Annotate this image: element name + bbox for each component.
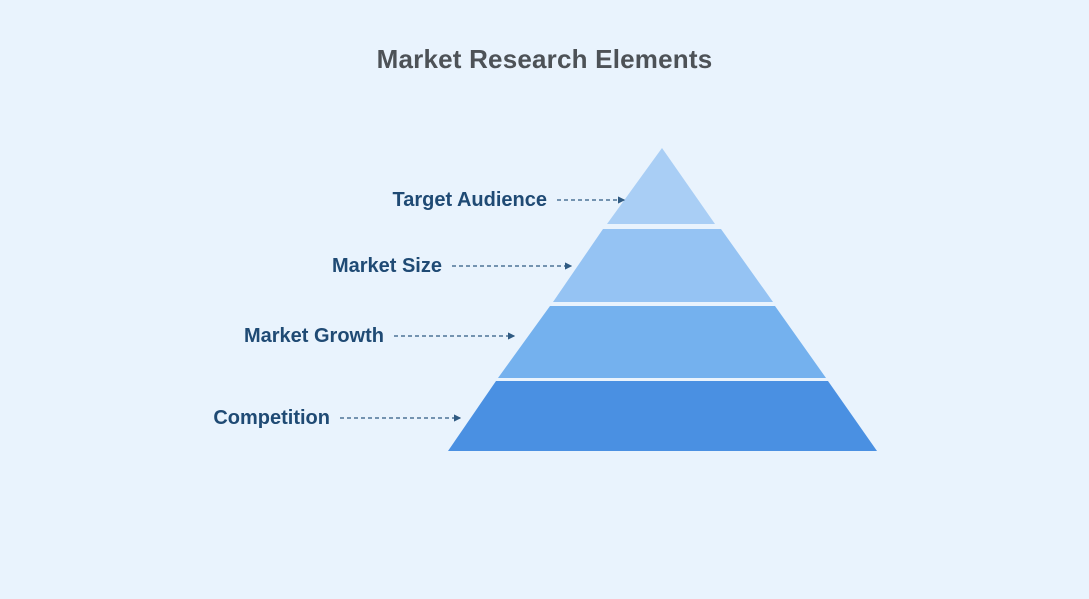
page-title: Market Research Elements [376, 44, 713, 74]
tier-market-size: Market Size [332, 229, 773, 302]
tier-shape [607, 148, 715, 224]
tier-shape [553, 229, 773, 302]
tier-competition: Competition [213, 381, 877, 451]
tier-label: Target Audience [393, 189, 547, 211]
tier-shape [448, 381, 877, 451]
tier-label: Market Growth [244, 325, 384, 347]
tier-shape [498, 306, 826, 378]
tier-market-growth: Market Growth [244, 306, 826, 378]
tier-target-audience: Target Audience [393, 148, 715, 224]
tier-label: Competition [213, 407, 330, 429]
tier-label: Market Size [332, 255, 442, 277]
